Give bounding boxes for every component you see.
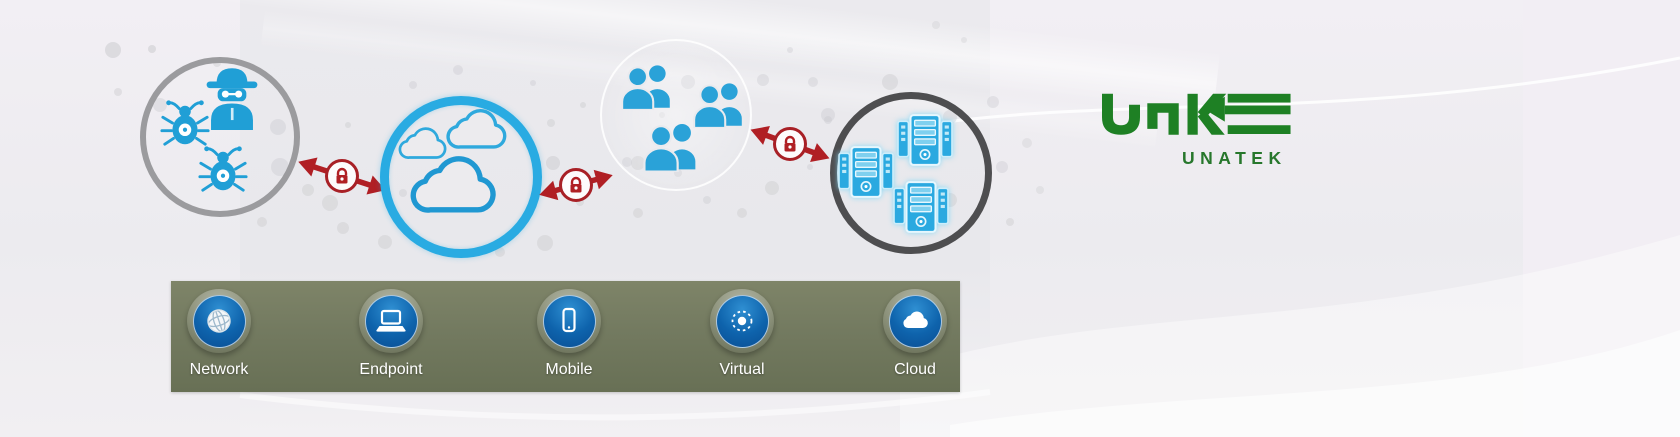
decorative-dot [322, 195, 338, 211]
server-icon [897, 114, 953, 166]
server-icon [838, 146, 894, 198]
decorative-dot [345, 122, 351, 128]
nav-label: Mobile [545, 361, 593, 378]
decorative-dot [633, 208, 643, 218]
decorative-dot [1036, 186, 1044, 194]
user-group-icon [693, 83, 742, 128]
decorative-dot [546, 156, 560, 170]
decorative-dot [257, 217, 267, 227]
nav-item-mobile[interactable]: Mobile [504, 289, 634, 379]
nav-item-cloud[interactable]: Cloud [850, 289, 980, 379]
malware-bug-icon [160, 100, 210, 146]
decorative-dot [765, 181, 779, 195]
decorative-dot [105, 42, 121, 58]
decorative-dot [1022, 138, 1032, 148]
globe-icon [207, 309, 231, 333]
datacenter-circle [830, 92, 992, 254]
malware-bug-icon [198, 146, 248, 192]
lock-icon [325, 159, 359, 193]
virtual-dot-icon [731, 310, 753, 332]
decorative-dot [409, 81, 417, 89]
brand-name: UNATEK [1182, 148, 1287, 168]
decorative-dot [807, 164, 813, 170]
decorative-dot [821, 108, 835, 122]
decorative-dot [547, 119, 555, 127]
decorative-dot [580, 102, 586, 108]
category-bar: Network Endpoint Mobile [171, 281, 960, 392]
user-group-icon [643, 123, 696, 172]
decorative-dot [530, 80, 536, 86]
decorative-dot [932, 21, 940, 29]
nav-item-virtual[interactable]: Virtual [677, 289, 807, 379]
decorative-dot [787, 47, 793, 53]
decorative-dot [337, 222, 349, 234]
decorative-dot [302, 184, 314, 196]
nav-item-endpoint[interactable]: Endpoint [326, 289, 456, 379]
decorative-dot [703, 196, 711, 204]
decorative-dot [453, 65, 463, 75]
decorative-dot [495, 247, 505, 257]
secure-link-cloud-users [535, 158, 618, 212]
decorative-dot [824, 116, 832, 124]
unatek-logo[interactable]: UNATEK [1102, 86, 1312, 176]
cloud-outline-icon [398, 127, 447, 159]
decorative-dot [148, 45, 156, 53]
nav-label: Virtual [719, 361, 765, 378]
decorative-dot [1006, 218, 1014, 226]
laptop-icon [376, 309, 406, 332]
lock-icon [559, 168, 593, 202]
decorative-dot [961, 37, 967, 43]
smartphone-icon [562, 307, 576, 333]
nav-label: Endpoint [359, 361, 423, 378]
unatek-arrow-mark [1102, 93, 1291, 135]
decorative-dot [996, 161, 1008, 173]
decorative-dot [987, 96, 999, 108]
secure-link-users-datacenter [744, 113, 835, 176]
cloud-outline-icon [446, 109, 507, 149]
decorative-dot [114, 88, 122, 96]
decorative-dot [737, 208, 747, 218]
nav-label: Cloud [894, 361, 936, 378]
decorative-dot [378, 235, 392, 249]
cloud-network-circle [380, 96, 542, 258]
cloud-icon [903, 311, 928, 328]
decorative-dot [757, 74, 769, 86]
cloud-outline-icon [410, 156, 496, 213]
hacker-spy-icon [206, 68, 258, 130]
decorative-dot [882, 74, 898, 90]
nav-label: Network [189, 361, 249, 378]
decorative-dot [576, 198, 584, 206]
server-icon [893, 181, 949, 233]
threats-circle [140, 57, 300, 217]
decorative-dot [808, 77, 818, 87]
user-group-icon [621, 65, 670, 110]
lock-icon [773, 127, 807, 161]
decorative-dot [537, 235, 553, 251]
nav-item-network[interactable]: Network [154, 289, 284, 379]
